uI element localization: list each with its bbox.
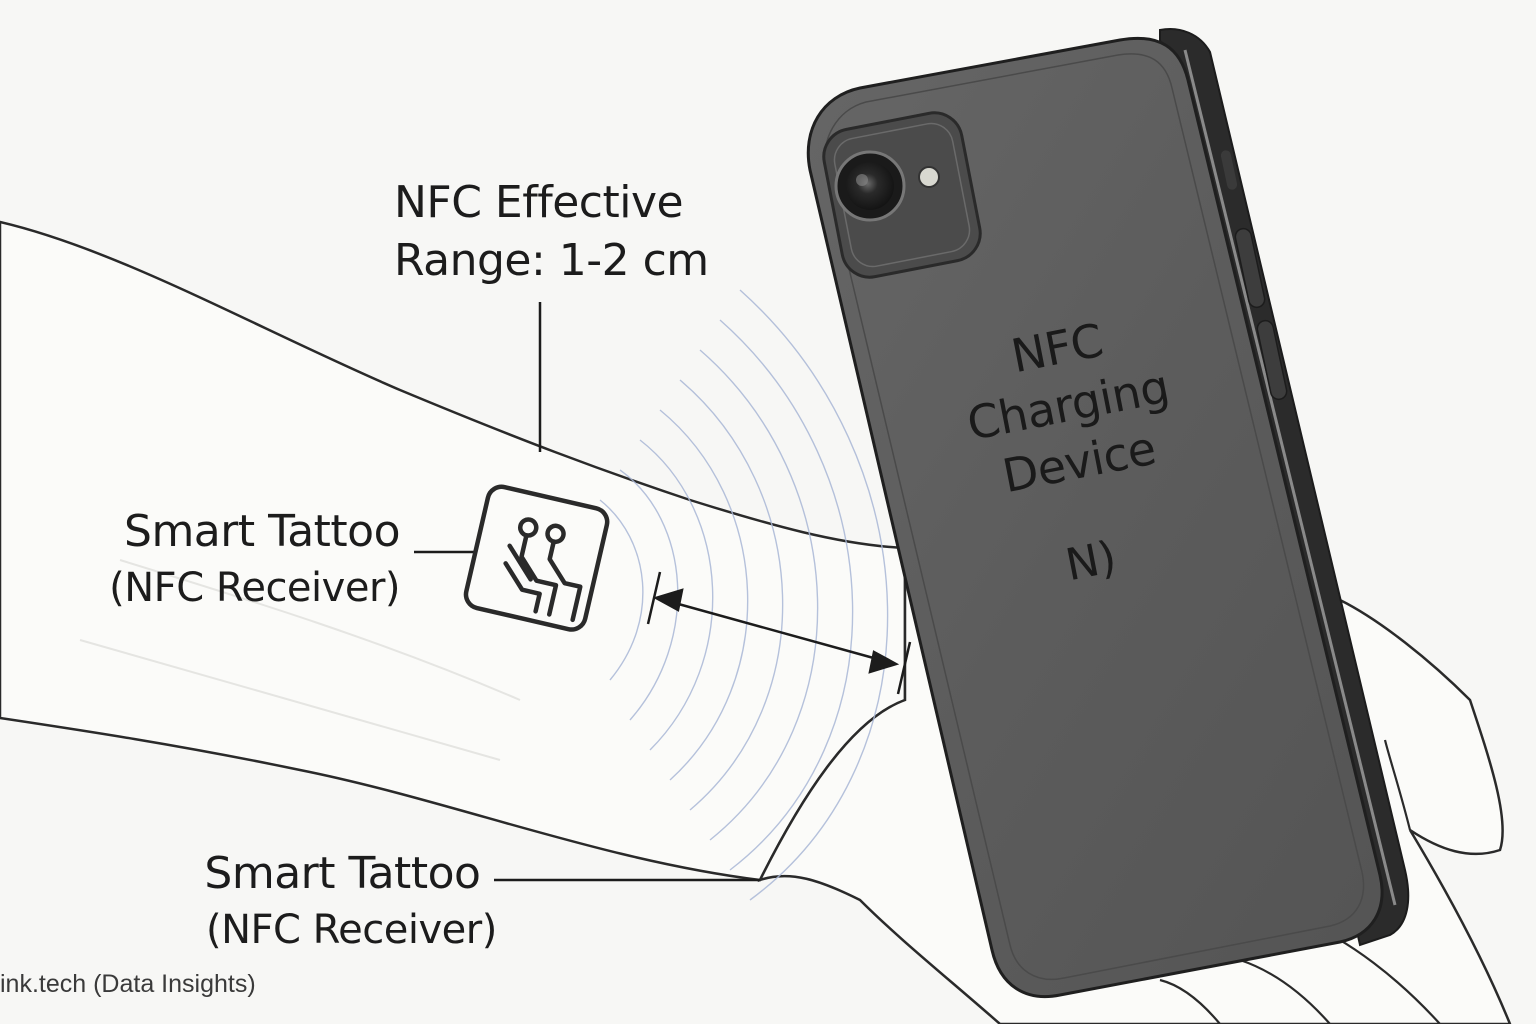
tattoo-label-lower: Smart Tattoo (NFC Receiver) [188, 846, 497, 958]
forearm-shading [79, 559, 521, 761]
phone-side-button-small [1220, 150, 1238, 190]
range-label: NFC Effective Range: 1-2 cm [394, 174, 709, 290]
tattoo-label-lower-title: Smart Tattoo [204, 848, 481, 899]
tattoo-label-upper-title: Smart Tattoo [124, 506, 400, 557]
tattoo-label-lower-subtitle: (NFC Receiver) [206, 907, 497, 953]
circuit-chip-icon [463, 484, 610, 632]
tattoo-label-upper-subtitle: (NFC Receiver) [109, 565, 400, 611]
tattoo-label-upper: Smart Tattoo (NFC Receiver) [109, 504, 400, 616]
nfc-logo: N) [1061, 531, 1121, 592]
range-label-line2: Range: 1-2 cm [394, 235, 709, 286]
phone-edge-highlight [1183, 49, 1397, 906]
phone-volume-up-button [1234, 227, 1266, 309]
nfc-field-waves [599, 289, 889, 901]
phone-volume-down-button [1256, 319, 1288, 401]
camera-module [822, 111, 982, 279]
range-label-line1: NFC Effective [394, 177, 684, 228]
range-arrow [646, 571, 912, 695]
source-credit: ink.tech (Data Insights) [0, 970, 256, 998]
phone-body [806, 36, 1384, 998]
finger-lines [1159, 739, 1441, 1024]
